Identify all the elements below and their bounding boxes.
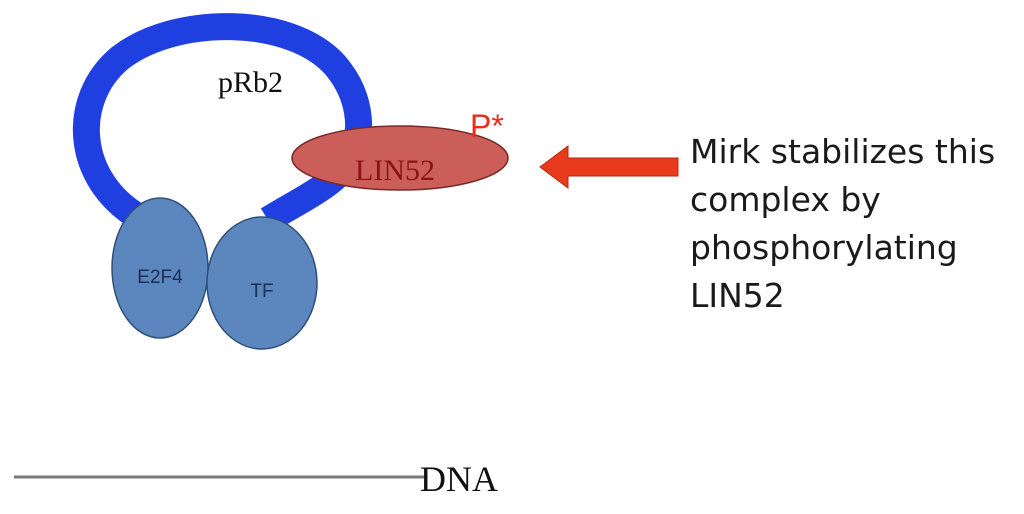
callout-line-4: LIN52 <box>690 276 785 315</box>
callout-text: Mirk stabilizes this complex by phosphor… <box>690 128 1010 320</box>
e2f4-label: E2F4 <box>137 267 183 288</box>
tf-subunit <box>206 216 318 350</box>
lin52-subunit <box>291 125 509 191</box>
tf-label: TF <box>250 281 273 302</box>
prb2-label: pRb2 <box>218 66 283 99</box>
callout-line-3: phosphorylating <box>690 228 958 267</box>
phospho-label: P* <box>470 108 504 144</box>
callout-line-1: Mirk stabilizes this <box>690 132 996 171</box>
callout-line-2: complex by <box>690 180 881 219</box>
stabilize-arrow <box>539 145 679 189</box>
dna-label: DNA <box>420 459 498 499</box>
lin52-label: LIN52 <box>355 154 435 187</box>
prb2-ring <box>72 13 373 232</box>
